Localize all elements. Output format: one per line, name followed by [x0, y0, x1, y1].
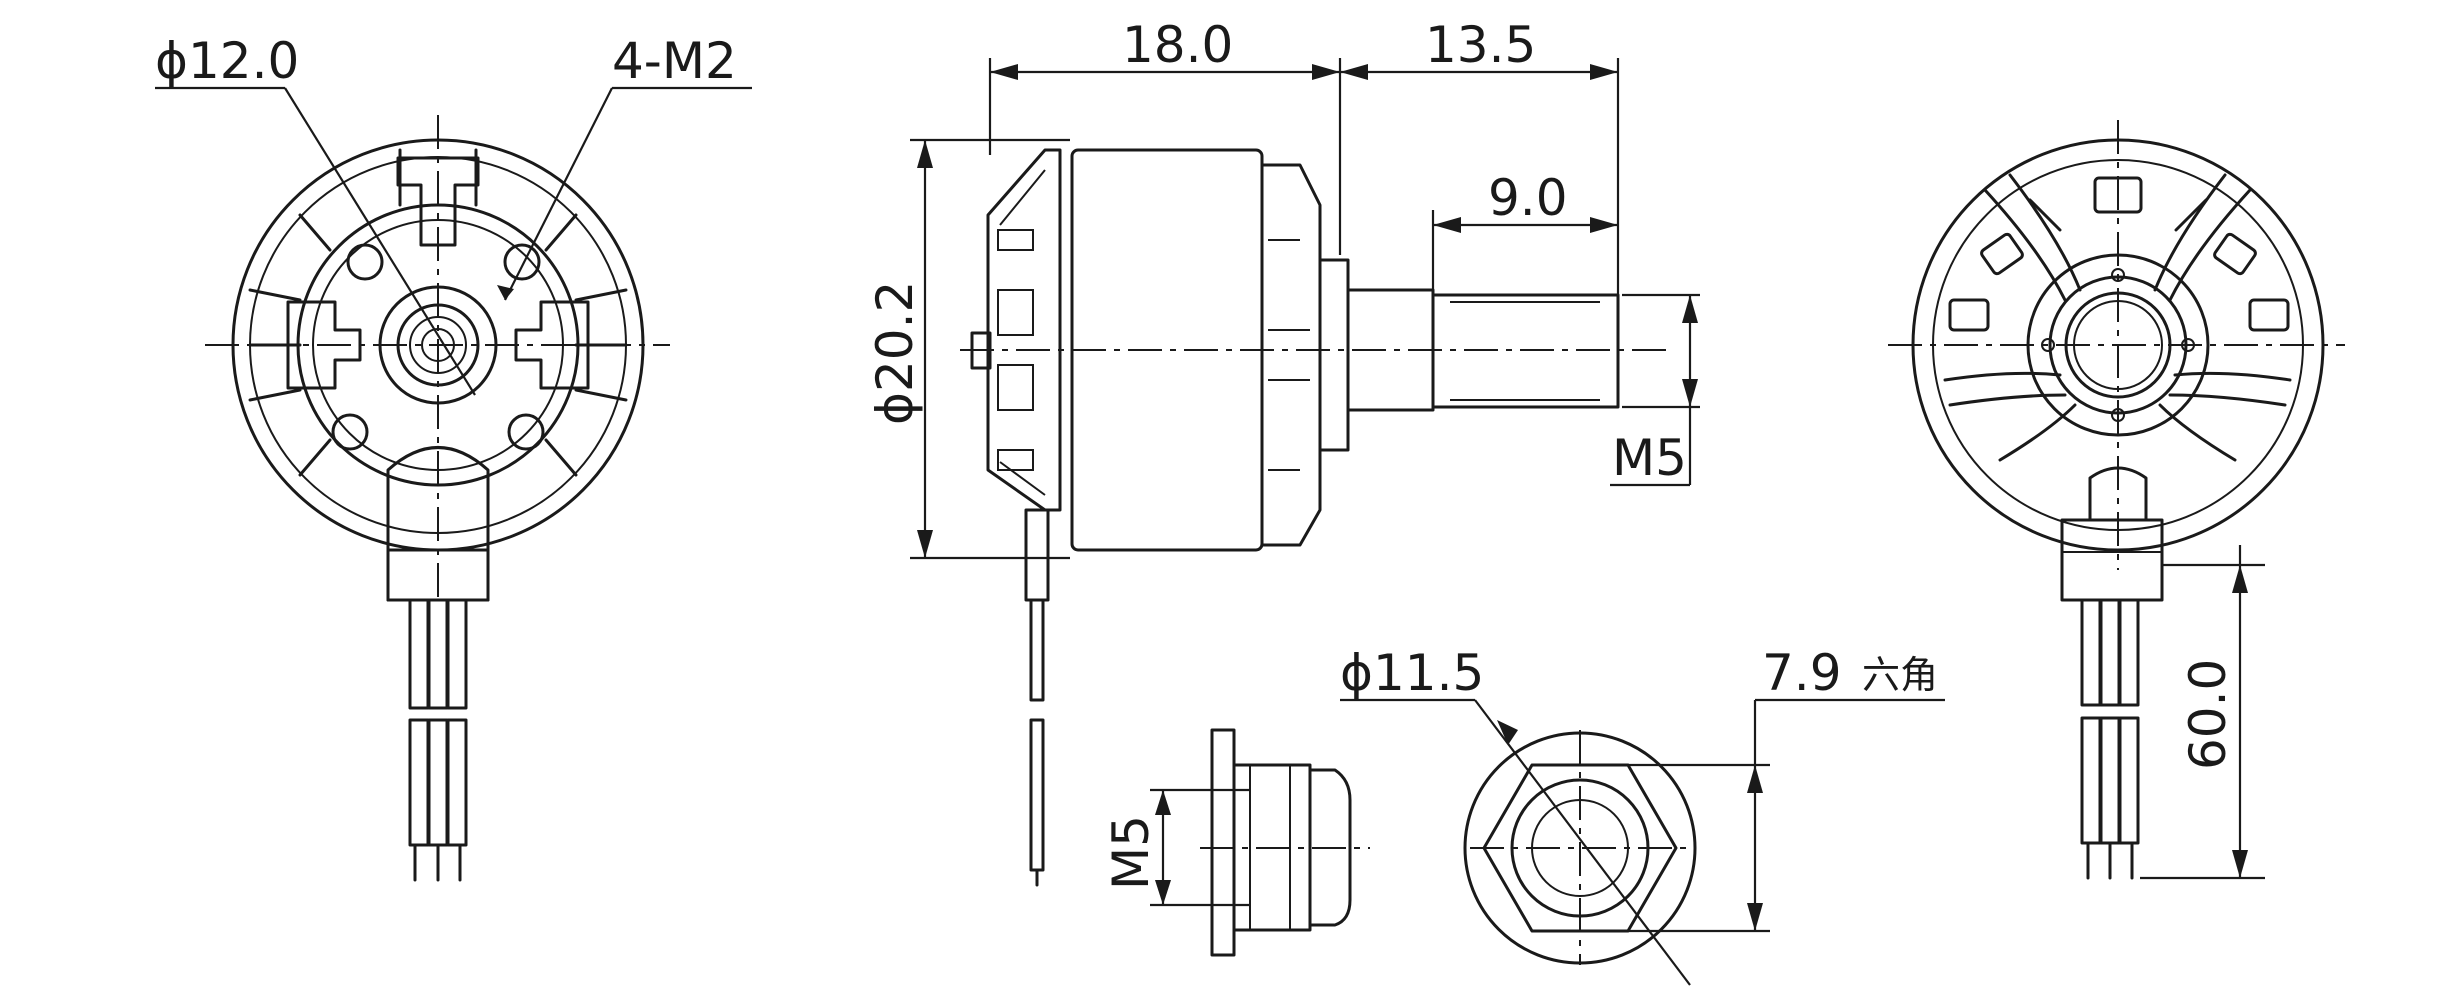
thread-length-label: 9.0 — [1488, 169, 1568, 227]
body-dia-label: ϕ20.2 — [866, 281, 924, 425]
body-length-label: 18.0 — [1122, 16, 1233, 74]
nut-hex-note: 六角 — [1862, 653, 1938, 697]
front-dia-label: ϕ12.0 — [155, 32, 299, 90]
rear-view — [1888, 120, 2345, 880]
nut-thread-label: M5 — [1102, 815, 1160, 890]
side-view — [910, 58, 1700, 887]
shaft-thread-label: M5 — [1612, 429, 1687, 487]
front-view — [155, 86, 752, 882]
nut-dia-label: ϕ11.5 — [1340, 644, 1484, 702]
nut-side-view — [1150, 728, 1370, 957]
nut-front-view — [1340, 698, 1945, 986]
mount-holes-label: 4-M2 — [612, 32, 737, 90]
shaft-length-label: 13.5 — [1425, 16, 1536, 74]
lead-length-label: 60.0 — [2179, 659, 2237, 770]
nut-hex-label: 7.9 — [1762, 644, 1842, 702]
